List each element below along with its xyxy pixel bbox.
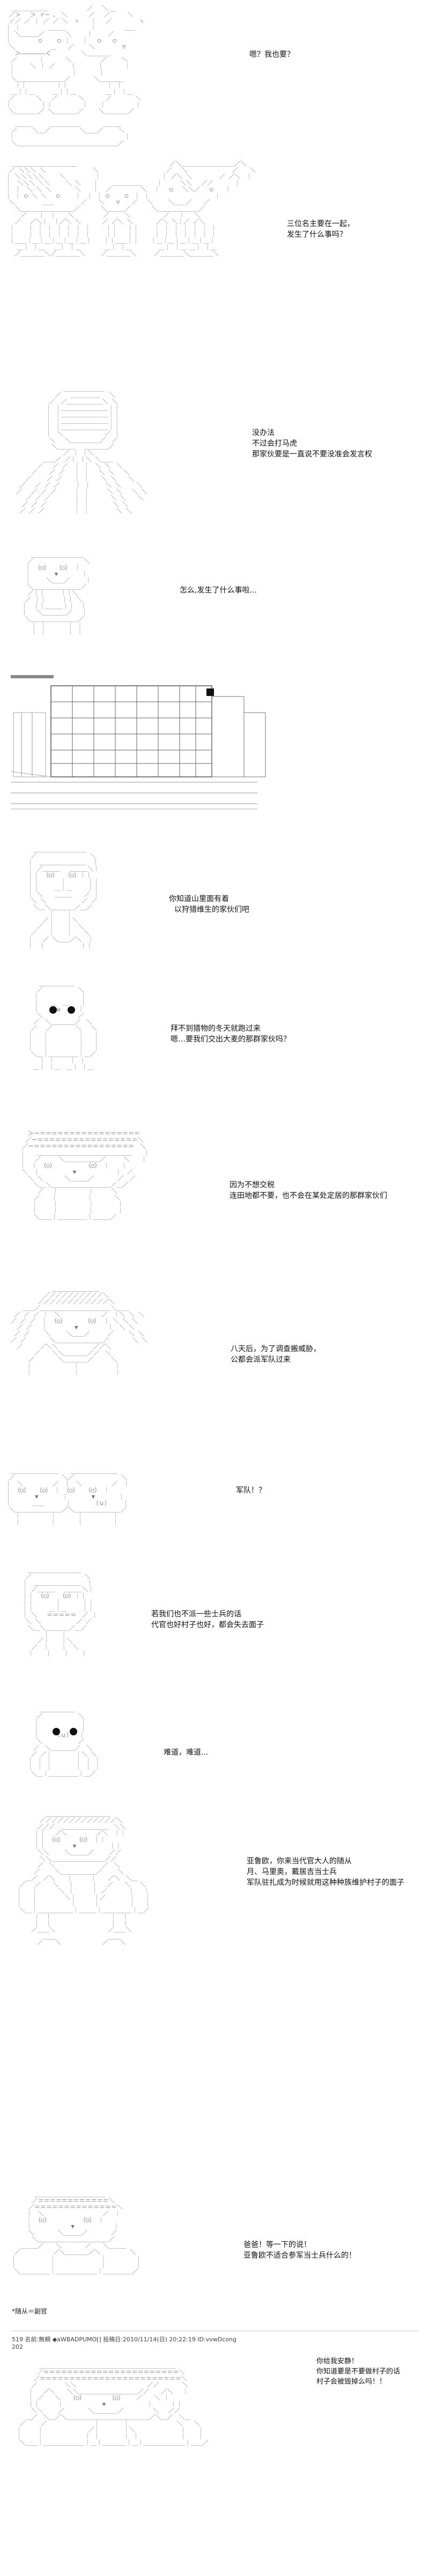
ascii-art-figure: ＿＿＿＿＿＿＿＿＿ ／ ＼ ｜ （○） （○） ｜ ｜ ▼ ｜ ｜ ＼＿＿／ ｜… [21,552,91,635]
eye-right [70,1728,77,1735]
speech-text: 你知道山里面有着 以狩猎维生的家伙们吧 [169,894,249,915]
speech-line: 若我们也不派一些士兵的话 [151,1610,241,1619]
ascii-art-figures: ＿＿＿＿＿＿＿＿＿＿＿＿＿＿＿＿＿＿＿＿＿＿＿ ／＝＝＝＝＝＝＝＝＝＝＝＝＝＝＝… [16,2363,209,2446]
speech-line: 以狩猎维生的家伙们吧 [174,905,249,914]
ascii-art-figure: ＿＿＿＿＿＿＿ ／ ＿＿＿＿＿ ＼ ／ ／＿＿＿＿＿＿＼ ＼ ｜ ｜＿＿＿＿＿＿… [16,386,147,514]
speech-line: 三位名主要在一起， [287,220,354,228]
speech-text: 没办法 不过会打马虎 那家伙要是一直说不要没准会发言权 [252,428,372,460]
panel-14: ＿＿＿＿＿＿＿＿＿＿＿＿ ／＝＝＝＝＝＝＝＝＝＝＝＝＼ ／＝＝＝＝＝＝＝＝＝＝＝… [0,2191,429,2320]
speech-line: 怎么,发生了什么事啦... [180,586,257,595]
eye-left [49,1006,57,1014]
panel-3: ＿＿＿＿＿＿＿ ／ ＿＿＿＿＿ ＼ ／ ／＿＿＿＿＿＿＼ ＼ ｜ ｜＿＿＿＿＿＿… [0,375,429,546]
speech-text: 你给我安静！ 你知道要是不要做村子的话 村子会被毁掉么吗！！ [316,2356,400,2387]
speech-line: 代官也好村子也好，都会失去面子 [151,1621,264,1629]
ascii-art-figure: ＿＿＿＿＿＿＿＿＿ ／ ＼ ｜ ＿＿＿＿＿＿＿＿ ｜ ｜ ／＿＿＿ ＿＿＿＼｜ … [21,1567,98,1657]
ascii-art-figures: ＿＿＿＿＿＿＿＿＿＿＿ ／／／／／／／／／／／／／＼ ／／／ ＿＿＿＿＿＿＿＿ … [16,1811,151,1946]
panel-8: ＞ー＝＝＝＝＝＝＝＝＝＝＝＝＝＝＝＝＝ ／ー＝＝＝＝＝＝＝＝＝＝＝＝＝＝＝＝＝＼… [0,1120,429,1259]
panel-10: ＿＿＿＿＿＿＿＿ ＿＿＿＿＿＿＿＿ ／ ＼／ ＼ ｜ ＼ ／ ｜ ＼ ／ ｜ ｜… [0,1463,429,1559]
panel-12: ＿＿＿＿＿＿ ／ ＼ ｜ ｜ ｜ ｜ ｜ （ｕ） ｜ ＼ ／ ／ ＼＿＿＿＿／ … [0,1701,429,1803]
speech-line: 军队！？ [236,1486,266,1495]
building-illustration [10,675,266,810]
panel-4: ＿＿＿＿＿＿＿＿＿ ／ ＼ ｜ （○） （○） ｜ ｜ ▼ ｜ ｜ ＼＿＿／ ｜… [0,546,429,643]
panel-1: ＿＿＿＿＿＿ ／ ￣＼ ／＞ ＞ ｒ─ 、 ＼ ／ ／￣ ＼ ／／ ／ ｜ ／ … [0,0,429,155]
ascii-art-figure: ＿＿＿＿＿＿＿＿＿ ／ ＼ ｜ ＿＿＿＿＿＿＿＿ ｜ ｜ ／＿＿＿ ＿＿＿＼｜ … [27,847,100,949]
post-metadata-line2: 202 [12,2343,23,2350]
panel-7: ＿＿＿＿＿＿ ／ ＼ ｜ ｜ ｜ ＿ ＿ ｜ ｜ ω ｜ ＼ ／ ／ ＼＿＿＿＿… [0,975,429,1104]
speech-line: 嗯？我也要？ [249,50,294,59]
speech-line: 连田地都不要，也不会在某处定居的那群家伙们 [230,1192,387,1200]
ascii-art-figure: ＿＿＿＿＿＿＿＿ ／／／／／／／／／／＼ ／／／／／／／／／／／／＼ ＿＿／＿＿… [11,1286,148,1376]
speech-line: 那家伙要是一直说不要没准会发言权 [252,450,372,459]
speech-line: 亚鲁欧，你来当代官大人的随从 [247,1857,352,1866]
speech-line: 月、马里奥，戴居吉当士兵 [247,1868,337,1876]
speech-line: 没办法 [252,429,275,437]
panel-15: ＿＿＿＿＿＿＿＿＿＿＿＿＿＿＿＿＿＿＿＿＿＿＿ ／＝＝＝＝＝＝＝＝＝＝＝＝＝＝＝… [0,2352,429,2576]
speech-line: 发生了什么事吗？ [287,230,347,239]
ascii-art-figures: ＿＿＿＿＿＿ ／ ￣＼ ／＞ ＞ ｒ─ 、 ＼ ／ ／￣ ＼ ／／ ／ ｜ ／ … [5,5,145,147]
speech-text: 亚鲁欧，你来当代官大人的随从 月、马里奥，戴居吉当士兵 军队驻扎成为时候就用这种… [247,1856,404,1888]
speech-text: 难道，难道... [164,1747,208,1758]
speech-text: 因为不想交税 连田地都不要，也不会在某处定居的那群家伙们 [230,1180,387,1201]
speech-text: 三位名主要在一起， 发生了什么事吗？ [287,219,354,240]
ascii-art-figures: ＿＿＿＿＿＿＿＿＿＿＿＿ ／＝＝＝＝＝＝＝＝＝＝＝＝＼ ／＝＝＝＝＝＝＝＝＝＝＝… [11,2191,142,2275]
speech-line: 八天后，为了调查搬威胁， [231,1345,321,1353]
panel-6: ＿＿＿＿＿＿＿＿＿ ／ ＼ ｜ ＿＿＿＿＿＿＿＿ ｜ ｜ ／＿＿＿ ＿＿＿＼｜ … [0,836,429,975]
eye-left [53,1728,60,1735]
speech-line: 村子会被毁掉么吗！！ [316,2378,387,2386]
speech-line: 拜不到猎物的冬天就跑过来 [171,1024,261,1033]
footnote: *随从＝副官 [12,2308,48,2315]
speech-line: 嗯…要我们交出大麦的那群家伙吗？ [171,1035,291,1044]
speech-line: 军队驻扎成为时候就用这种种族维护村子的面子 [247,1878,404,1887]
speech-line: 你知道要是不要做村子的话 [316,2368,401,2376]
speech-text: 拜不到猎物的冬天就跑过来 嗯…要我们交出大麦的那群家伙吗？ [171,1023,291,1045]
post-metadata: 519 名前:無頼 ◆aWBADPUMO[] 投稿日:2010/11/14(日)… [12,2336,236,2343]
panel-2: ＿＿＿＿＿＿＿＿＿＿＿ ／＼＿＿＿＿＿＿＿＿＿／＼ ／ ＼＼＼ ＼ ＼ ／ ＼ … [0,155,429,316]
speech-line: 难道，难道... [164,1748,209,1757]
speech-line: 不过会打马虎 [252,439,297,448]
speech-line: 因为不想交税 [230,1181,275,1189]
panel-9: ＿＿＿＿＿＿＿＿ ／／／／／／／／／／＼ ／／／／／／／／／／／／＼ ＿＿／＿＿… [0,1280,429,1420]
panel-5 [0,648,429,825]
speech-line: 亚鲁欧不适合参军当士兵什么的！ [243,2251,356,2260]
panel-11: ＿＿＿＿＿＿＿＿＿ ／ ＼ ｜ ＿＿＿＿＿＿＿＿ ｜ ｜ ／＿＿＿ ＿＿＿＼｜ … [0,1562,429,1690]
speech-text: 怎么,发生了什么事啦... [180,585,257,596]
ascii-art-figures: ＿＿＿＿＿＿＿＿＿＿＿ ／＼＿＿＿＿＿＿＿＿＿／＼ ／ ＼＼＼ ＼ ＼ ／ ＼ … [5,161,256,257]
speech-line: 你给我安静！ [316,2357,359,2365]
eye-right [68,1006,75,1014]
ascii-art-figures: ＿＿＿＿＿＿＿＿ ＿＿＿＿＿＿＿＿ ／ ＼／ ＼ ｜ ＼ ／ ｜ ＼ ／ ｜ ｜… [5,1468,129,1526]
speech-text: 八天后，为了调查搬威胁， 公都会派军队过来 [231,1344,321,1365]
speech-text: 爸爸！等一下的说！ 亚鲁欧不适合参军当士兵什么的！ [243,2240,356,2261]
ascii-art-figure: ＿＿＿＿＿＿ ／ ＼ ｜ ｜ ｜ ＿ ＿ ｜ ｜ ω ｜ ＼ ／ ／ ＼＿＿＿＿… [27,980,100,1070]
speech-line: 爸爸！等一下的说！ [243,2241,311,2249]
speech-line: 你知道山里面有着 [169,895,229,903]
speech-text: 嗯？我也要？ [249,49,294,60]
speech-line: 公都会派军队过来 [231,1356,291,1364]
ascii-art-figure: ＿＿＿＿＿＿ ／ ＼ ｜ ｜ ｜ ｜ ｜ （ｕ） ｜ ＼ ／ ／ ＼＿＿＿＿／ … [27,1706,101,1777]
speech-text: 若我们也不派一些士兵的话 代官也好村子也好，都会失去面子 [151,1609,264,1630]
speech-text: 军队！？ [236,1485,266,1496]
panel-13: ＿＿＿＿＿＿＿＿＿＿＿ ／／／／／／／／／／／／／＼ ／／／ ＿＿＿＿＿＿＿＿ … [0,1806,429,1998]
ascii-art-figure: ＞ー＝＝＝＝＝＝＝＝＝＝＝＝＝＝＝＝＝ ／ー＝＝＝＝＝＝＝＝＝＝＝＝＝＝＝＝＝＼… [19,1130,150,1220]
